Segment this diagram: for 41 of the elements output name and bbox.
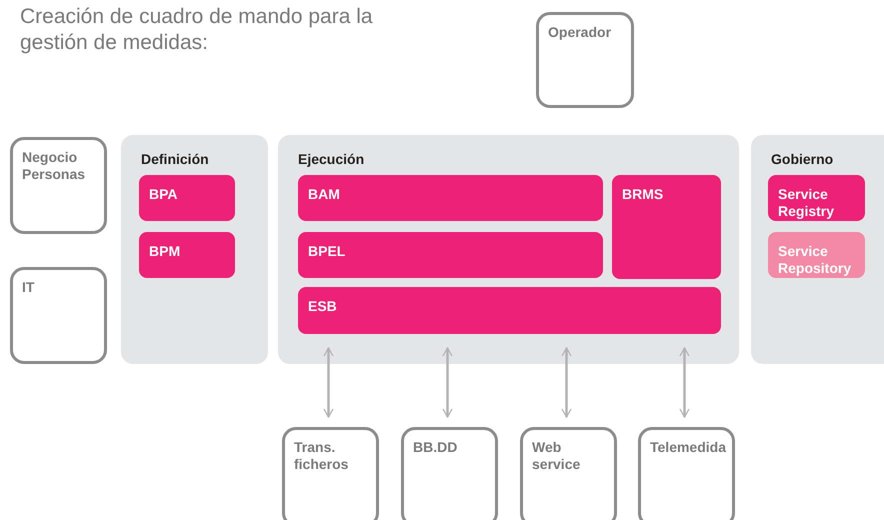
box-label: BPEL [308,243,346,260]
double-arrow [561,347,572,418]
group-panel [278,135,739,364]
outlined-box [401,427,498,520]
process-box [768,232,865,278]
process-box [298,175,603,221]
process-box [298,287,721,334]
outlined-box [282,427,379,520]
box-label: Ejecución [298,151,366,168]
group-panel [121,135,268,364]
process-box [612,175,721,279]
box-label: Operador [548,24,612,41]
outlined-box [520,427,617,520]
process-box [768,175,865,221]
box-label: BPA [149,186,179,203]
box-label: Web service [532,439,582,473]
outlined-box [10,267,107,364]
box-label: BB.DD [413,439,458,456]
double-arrow [679,347,690,418]
box-label: Service Registry [778,186,836,220]
box-label: BAM [308,186,341,203]
box-label: IT [22,279,36,296]
box-label: Gobierno [771,151,834,168]
double-arrow [323,347,334,418]
outlined-box [536,12,634,108]
process-box [298,232,603,278]
process-box [139,175,235,221]
box-label: BPM [149,243,182,260]
double-arrow [442,347,453,418]
box-label: BRMS [622,186,664,203]
box-label: ESB [308,298,338,315]
box-label: Definición [141,151,210,168]
box-label: Telemedida [650,439,728,456]
outlined-box [10,137,107,234]
outlined-box [638,427,735,520]
process-box [139,232,235,278]
box-label: Service Repository [778,243,852,277]
box-label: Negocio Personas [22,149,86,183]
group-panel [751,135,884,364]
diagram-title: Creación de cuadro de mando para la gestión de medidas: [20,4,374,56]
box-label: Trans. ficheros [294,439,350,473]
